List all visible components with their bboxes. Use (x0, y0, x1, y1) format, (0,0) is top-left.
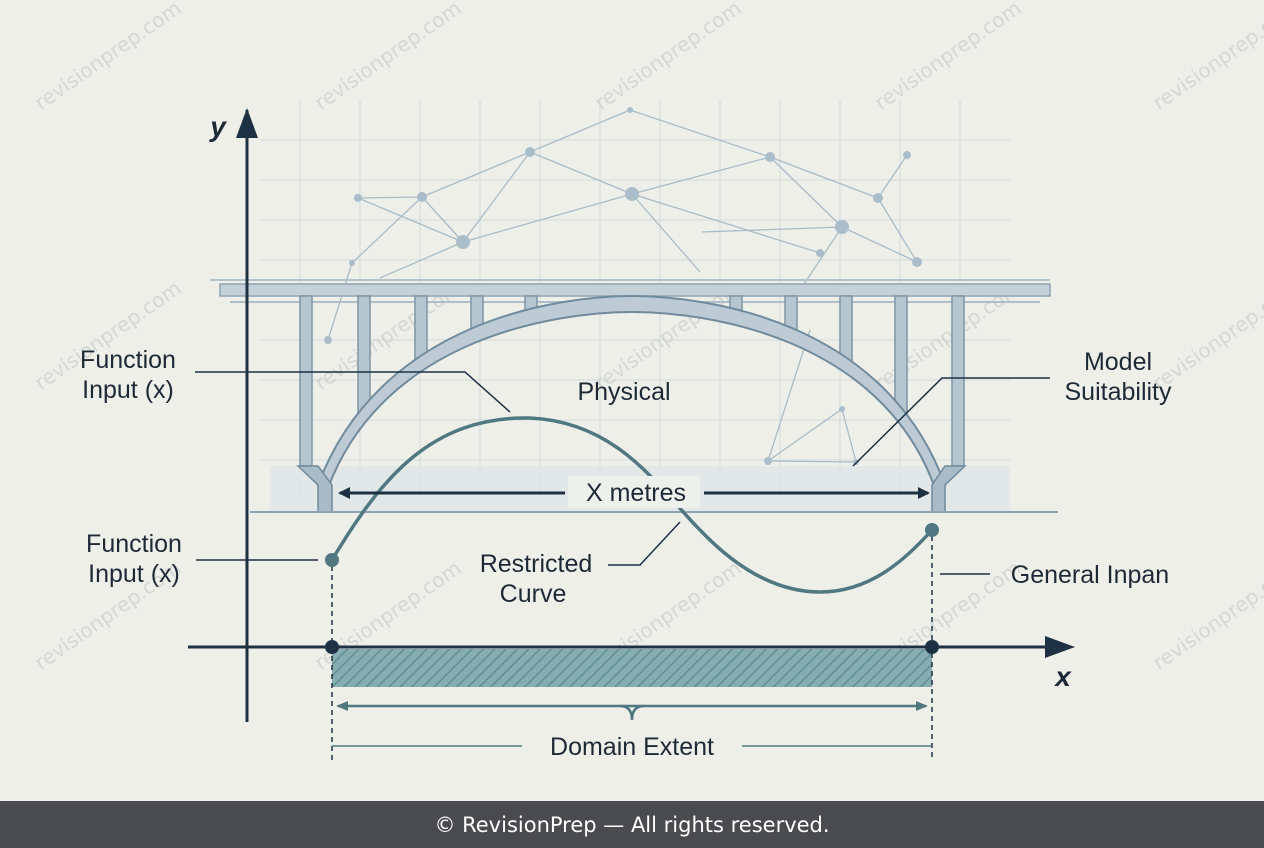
domain-brace (619, 704, 645, 721)
x-axis-label: x (1053, 661, 1072, 692)
x-axis-arrowhead (1045, 636, 1075, 658)
y-axis-arrowhead (236, 108, 258, 138)
function-input-top-label-line1: Function (80, 346, 176, 374)
copyright-text: © RevisionPrep — All rights reserved. (434, 812, 830, 837)
curve-end-point (925, 523, 939, 537)
restricted-curve-label-line1: Restricted (480, 550, 593, 578)
model-suitability-label-line1: Model (1084, 348, 1152, 376)
network-graph (327, 109, 918, 463)
bridge-deck (219, 283, 1051, 297)
network-nodes (324, 107, 922, 465)
model-suitability-label-line2: Suitability (1065, 378, 1172, 406)
function-input-bottom-label-line2: Input (x) (88, 560, 180, 588)
function-input-bottom-label-line1: Function (86, 530, 182, 558)
span-label-bg (568, 476, 700, 508)
function-input-top-label-line2: Input (x) (82, 376, 174, 404)
leader-lines (195, 371, 1050, 575)
physical-label: Physical (577, 378, 670, 406)
restricted-curve-label-line2: Curve (500, 580, 567, 608)
domain-band (332, 649, 932, 687)
background-grid (260, 100, 1010, 500)
domain-extent-label: Domain Extent (550, 733, 714, 761)
general-input-label: General Inpan (1011, 561, 1169, 589)
y-axis-label: y (208, 111, 227, 142)
span-label: X metres (586, 479, 686, 507)
curve-start-point (325, 553, 339, 567)
copyright-footer: © RevisionPrep — All rights reserved. (0, 801, 1264, 848)
